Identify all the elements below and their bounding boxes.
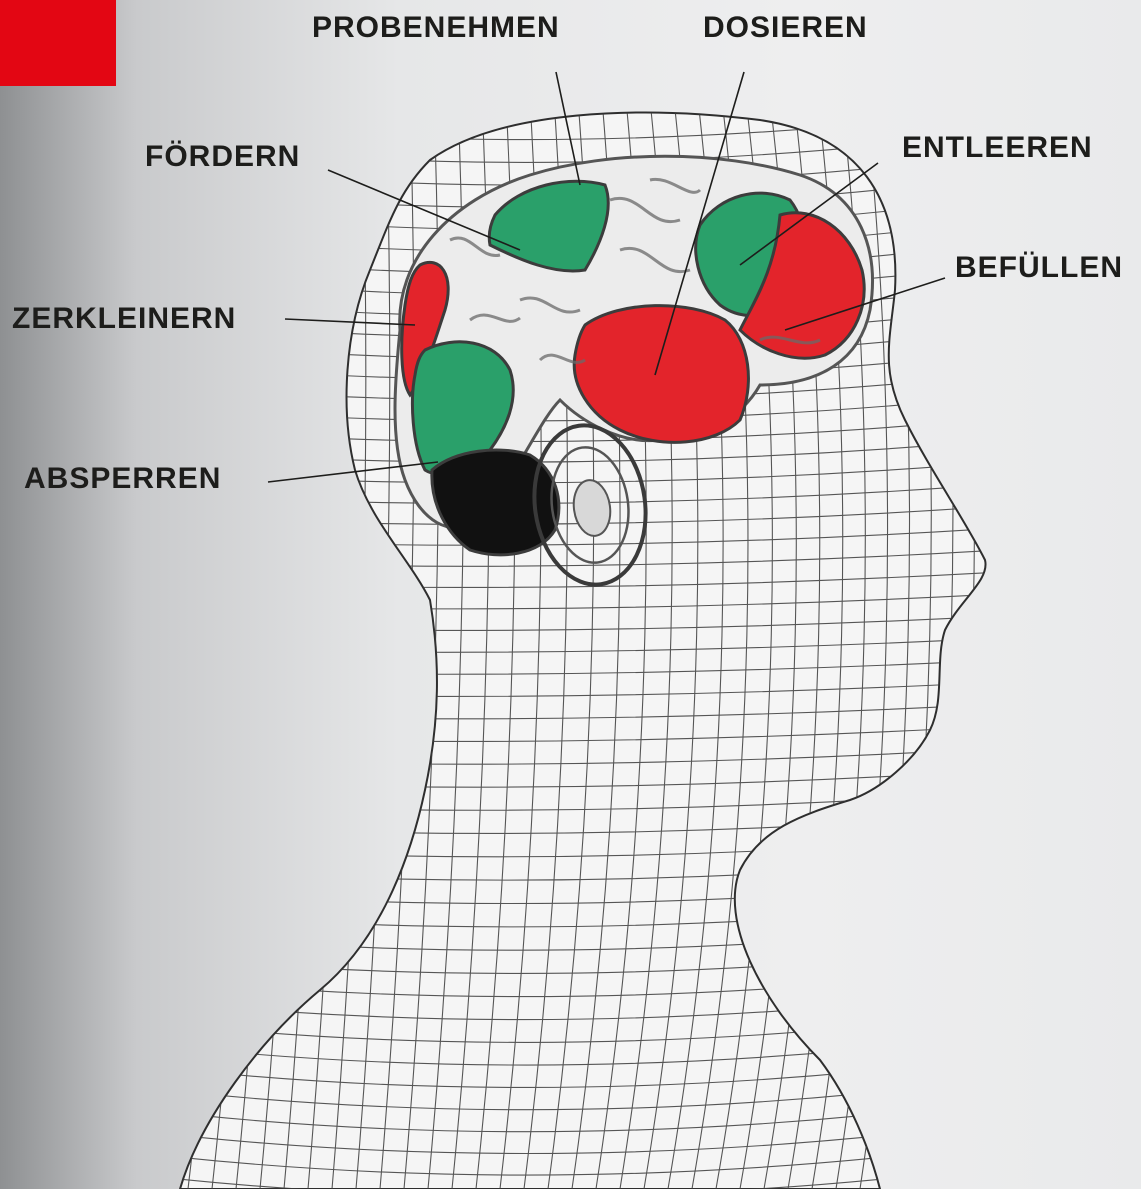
- mesh-line: [212, 100, 252, 1189]
- label-befuellen: BEFÜLLEN: [955, 253, 1123, 283]
- label-zerkleinern: ZERKLEINERN: [12, 304, 236, 334]
- label-dosieren: DOSIEREN: [703, 13, 868, 43]
- mesh-line: [140, 100, 186, 1189]
- label-foerdern: FÖRDERN: [145, 142, 300, 172]
- mesh-line: [236, 100, 274, 1189]
- label-absperren: ABSPERREN: [24, 464, 221, 494]
- label-entleeren: ENTLEEREN: [902, 133, 1093, 163]
- mesh-line: [188, 100, 230, 1189]
- label-probenehmen: PROBENEHMEN: [312, 13, 560, 43]
- mesh-line: [164, 100, 208, 1189]
